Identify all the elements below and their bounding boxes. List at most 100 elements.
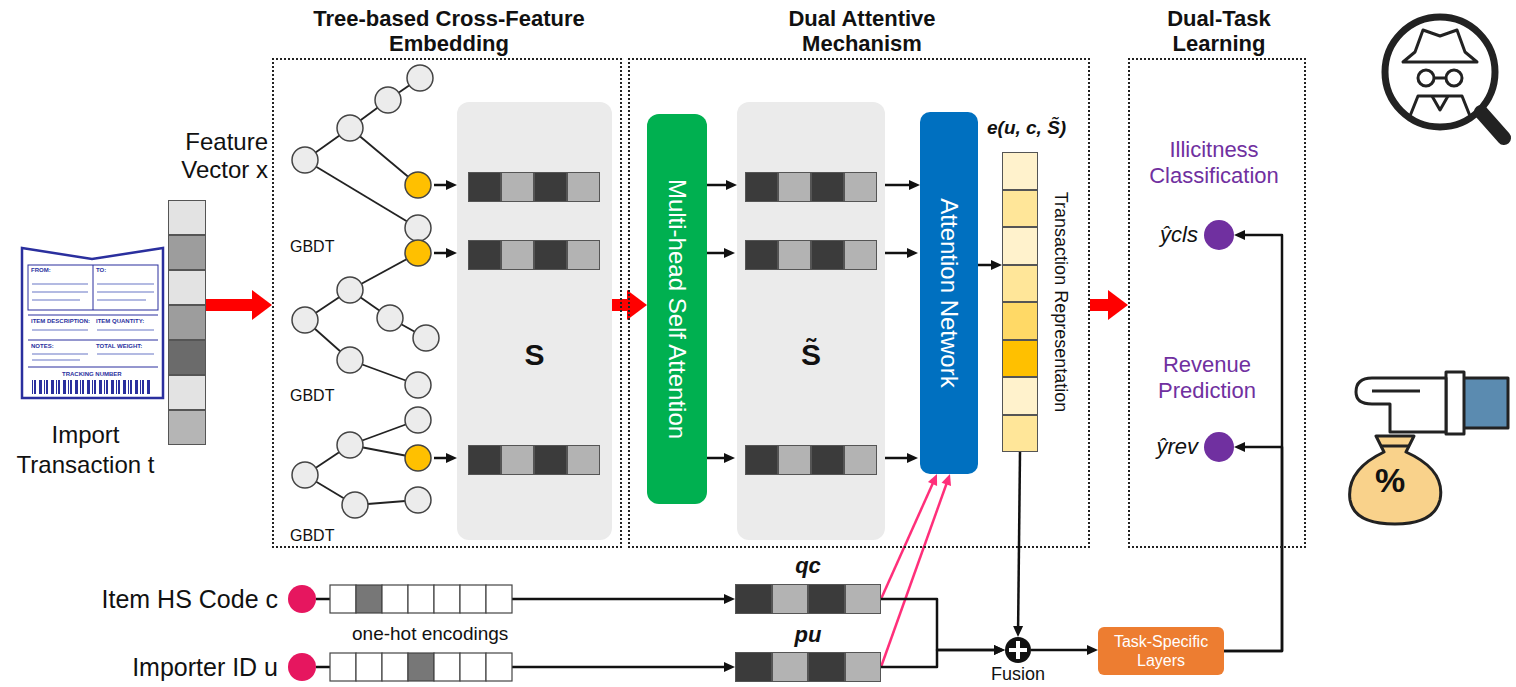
vector-cell [735,584,772,614]
vector-cell [745,240,778,270]
connector-line [1018,452,1020,628]
node-label: Dual Attentive Mechanism [752,6,972,56]
vector-cell [745,172,778,202]
stage-arrow [206,290,272,320]
vector-cell [534,240,567,270]
vector-cell [1016,641,1020,659]
node-label: Attention Network [935,198,963,387]
connector-line [881,599,996,650]
vector-cell [778,445,811,475]
connector-line [1090,299,1112,311]
node-label: Fusion [978,664,1058,685]
vector-cell [468,445,501,475]
input-node: Importer ID u [288,653,316,681]
row-arrow [705,248,735,258]
vector-cell [1002,415,1038,453]
embedding-vector: qc [735,584,881,614]
vector-cell [1002,152,1038,190]
vector-cell [811,445,844,475]
output-node: Revenue Predictionŷrev [1204,432,1234,462]
node-label: qc [778,553,838,579]
vector-cell [501,445,534,475]
task-box: Task-Specific Layers [1098,627,1224,675]
node-label: e(u, c, S̃) [987,116,1091,140]
vector-cell [811,172,844,202]
vector-cell [501,240,534,270]
vector-cell [1002,265,1038,303]
flow-arrow [1013,452,1023,637]
vector-cell [168,235,206,270]
vector-cell [772,584,809,614]
vector-cell [168,270,206,305]
embedding-matrix: S [457,102,612,540]
gbdt-trees [292,65,439,518]
module-panel: Illicitness Classification ŷclsRevenue Pr… [1128,58,1306,548]
vector-cell [735,652,772,682]
input-node: Item HS Code c [288,585,316,613]
node-sublabel: Transaction Representation [1050,192,1072,412]
node-label: S [457,338,612,372]
vector-cell [168,340,206,375]
flow-arrow [1031,645,1098,655]
node-label: GBDT [290,527,350,545]
fusion-node: Fusion [1005,637,1031,663]
vector-cell [168,200,206,235]
vector-cell [567,172,600,202]
vector-cell [168,410,206,445]
embedding-vector: pu [735,652,881,682]
node-label: S̃ [737,338,885,372]
vector-cell [468,240,501,270]
vector-cell [772,652,809,682]
vector-cell [1002,302,1038,340]
gbdt-tree: GBDT [284,410,434,547]
vector-cell [811,240,844,270]
flow-arrow [434,248,457,258]
vector-cell [778,240,811,270]
flow-arrow [881,645,1005,667]
vector-cell [845,652,882,682]
spy-magnifier-icon [1385,17,1504,138]
row-arrow [883,248,918,258]
vector-cell [534,172,567,202]
attention-block: Multi-head Self Attention [647,114,707,504]
node-label: Multi-head Self Attention [663,179,691,439]
node-label: Task-Specific Layers [1098,632,1224,670]
representation-vector: e(u, c, S̃)Transaction Representation [1002,152,1038,452]
doc-field: FROM: [31,267,51,274]
module-panel: Multi-head Self AttentionS̃ Attention Net… [628,58,1090,548]
vector-cell [845,584,882,614]
flow-arrow [707,180,737,190]
node-label: Feature Vector x [150,128,268,184]
node-label: Illicitness Classification [1129,137,1299,189]
node-sublabel: ŷcls [1140,221,1198,249]
stage-arrow [1090,290,1128,320]
vector-cell [1002,340,1038,378]
gbdt-tree: GBDT [284,248,434,406]
vector-cell [1002,227,1038,265]
connector-line [707,184,728,187]
vector-cell [567,240,600,270]
vector-cell [168,305,206,340]
vector-cell [844,240,877,270]
node-label: GBDT [290,387,350,405]
node-label: Item HS Code c [20,583,278,615]
flow-arrow [434,453,457,463]
row-arrow [705,453,735,463]
embedding-matrix: S̃ [737,102,885,540]
money-hand-icon [1350,372,1508,524]
vector-cell [778,172,811,202]
connector-line [434,457,448,460]
doc-field: ITEM QUANTITY: [96,318,144,325]
gbdt-tree: GBDT [284,64,434,256]
doc-field: TOTAL WEIGHT: [96,343,142,350]
node-label: Dual-Task Learning [1134,6,1304,56]
doc-field: TRACKING NUMBER [62,371,122,378]
vector-cell [168,375,206,410]
one-hot-vectors [330,585,512,681]
node-label: Importer ID u [20,651,278,683]
node-sublabel: ŷrev [1140,433,1198,461]
vector-cell [844,172,877,202]
flow-arrow [881,599,1005,655]
connector-line [883,252,909,255]
